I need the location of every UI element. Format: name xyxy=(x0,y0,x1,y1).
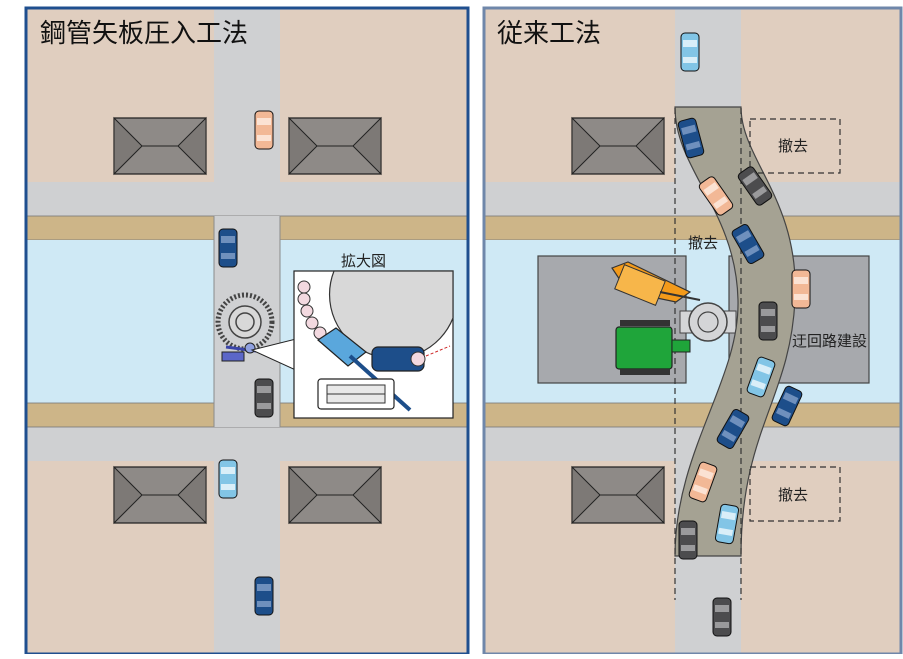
car xyxy=(680,32,700,72)
left-panel-title: 鋼管矢板圧入工法 xyxy=(40,18,248,48)
steel-pipe-pile-ring xyxy=(215,292,275,352)
car xyxy=(254,110,274,150)
car xyxy=(218,228,238,268)
house-roof xyxy=(288,466,382,524)
zoom-view-box xyxy=(293,270,454,419)
detour-label: 迂回路建設 xyxy=(792,333,867,350)
removal-label-top: 撤去 xyxy=(778,138,808,155)
house-roof xyxy=(571,466,665,524)
left-panel xyxy=(25,8,469,654)
zoom-label: 拡大図 xyxy=(341,253,386,270)
car xyxy=(758,301,778,341)
press-in-machine-small xyxy=(221,342,257,362)
house-roof xyxy=(571,117,665,175)
car xyxy=(678,520,698,560)
green-construction-machine xyxy=(615,320,691,375)
detour-road xyxy=(674,106,796,557)
removal-label-bottom: 撤去 xyxy=(778,487,808,504)
car xyxy=(712,597,732,637)
house-roof xyxy=(113,466,207,524)
orange-construction-machine xyxy=(611,261,701,306)
car xyxy=(218,459,238,499)
car xyxy=(254,576,274,616)
house-roof xyxy=(113,117,207,175)
car xyxy=(791,269,811,309)
right-panel xyxy=(483,8,902,654)
removal-label-middle: 撤去 xyxy=(688,235,718,252)
right-panel-title: 従来工法 xyxy=(497,18,601,48)
car xyxy=(254,378,274,418)
house-roof xyxy=(288,117,382,175)
